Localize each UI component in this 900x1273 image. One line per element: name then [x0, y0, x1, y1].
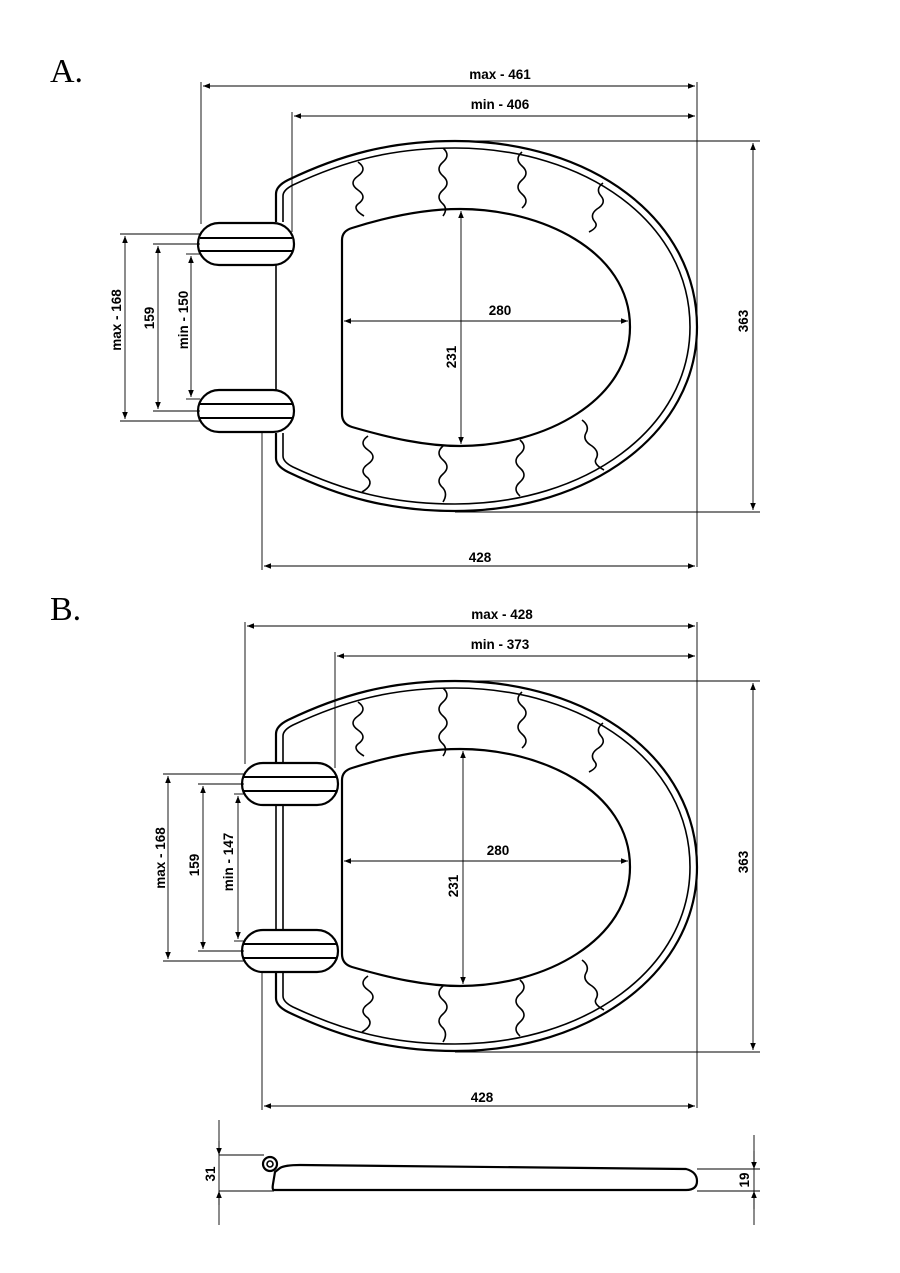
panel-a-min-width-label: min - 406 — [471, 97, 530, 112]
panel-a-seat-opening — [340, 207, 632, 448]
panel-a-inner-width-label: 280 — [489, 303, 512, 318]
panel-b-seat-outer-inner-line — [282, 687, 691, 1045]
panel-a-length-label: 363 — [736, 309, 751, 332]
panel-b-length-label: 363 — [736, 850, 751, 873]
panel-b-spacing-label: 159 — [187, 854, 202, 877]
panel-a-spacing-label: 159 — [142, 307, 157, 330]
panel-a-ribs — [352, 147, 605, 503]
panel-a-letter: A. — [50, 53, 83, 90]
side-view-seat-profile — [271, 1163, 699, 1192]
panel-b-seat-opening — [340, 747, 632, 988]
panel-b-max-spacing-label: max - 168 — [153, 827, 168, 889]
panel-b-min-width-label: min - 373 — [471, 637, 530, 652]
panel-a-max-spacing-label: max - 168 — [109, 289, 124, 351]
panel-b-letter: B. — [50, 591, 81, 628]
side-view: 31 19 — [203, 1120, 760, 1225]
panel-a-seat-outer-inner-line — [282, 147, 691, 505]
panel-b-hinge-bottom — [240, 928, 340, 974]
panel-b-seat-outer — [274, 679, 699, 1053]
panel-b-max-width-label: max - 428 — [471, 607, 533, 622]
panel-b-bottom-width-label: 428 — [471, 1090, 494, 1105]
panel-b-min-spacing-label: min - 147 — [221, 833, 236, 892]
panel-b-inner-width-label: 280 — [487, 843, 510, 858]
panel-a: A. — [50, 53, 760, 570]
panel-b-ribs — [352, 687, 605, 1043]
panel-b: B. max - 428 — [50, 591, 760, 1110]
panel-a-hinge-bottom — [196, 388, 296, 434]
panel-a-min-spacing-label: min - 150 — [176, 291, 191, 350]
side-view-hinge-height-label: 31 — [203, 1166, 218, 1182]
panel-a-bottom-width-label: 428 — [469, 550, 492, 565]
side-view-hinge-pin — [261, 1155, 279, 1173]
panel-a-seat-outer — [274, 139, 699, 513]
side-view-front-height-label: 19 — [737, 1172, 752, 1187]
panel-a-max-width-label: max - 461 — [469, 67, 531, 82]
panel-b-inner-length-label: 231 — [446, 874, 461, 897]
panel-a-inner-length-label: 231 — [444, 345, 459, 368]
panel-a-hinge-top — [196, 221, 296, 267]
panel-b-hinge-top — [240, 761, 340, 807]
